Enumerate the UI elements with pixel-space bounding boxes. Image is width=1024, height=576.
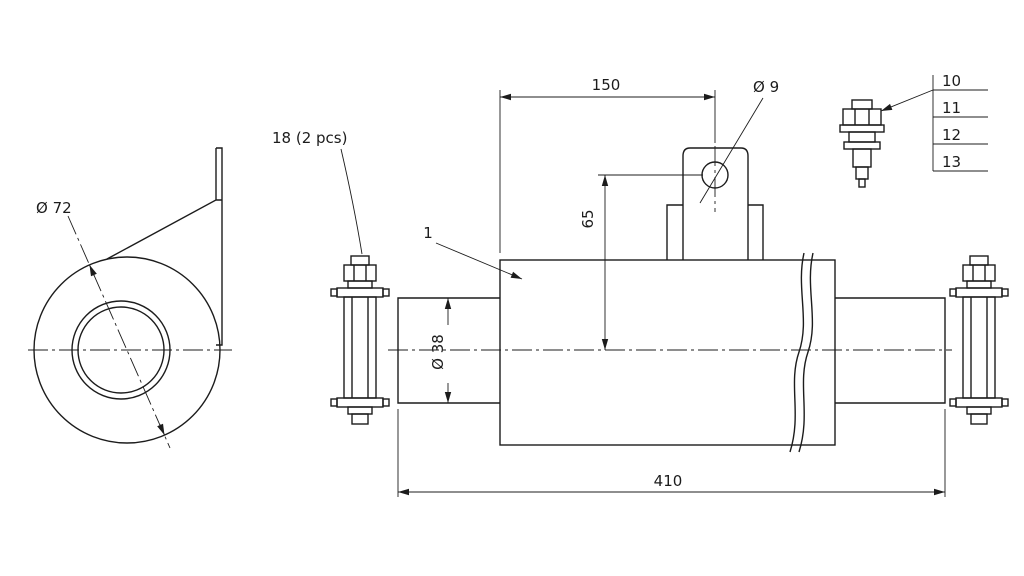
- clevis-base-blocks: [666, 204, 764, 260]
- grease-valve-left: [330, 255, 390, 425]
- rod-left: [397, 297, 500, 404]
- mounting-bracket: [106, 147, 223, 346]
- end-view-cylinder-mount: [33, 147, 223, 444]
- bore-circle-inner: [77, 306, 165, 394]
- endview-diagonal-centerline: [67, 215, 171, 449]
- grease-valve-right: [949, 255, 1009, 425]
- leader-part-1: [435, 242, 523, 280]
- dim-65-label: 65: [579, 209, 597, 228]
- rod-right: [835, 297, 946, 404]
- item-11-label: 11: [942, 99, 961, 117]
- dia-9-label: Ø 9: [753, 78, 779, 96]
- part-1-label: 1: [423, 224, 433, 242]
- dia-72-label: Ø 72: [36, 199, 72, 217]
- leader-dia-9: [699, 97, 764, 204]
- dimensions: [89, 90, 946, 497]
- labels: Ø 72 18 (2 pcs) 1 150 Ø 9 65 Ø 38 410 10…: [36, 72, 961, 490]
- cylinder-body: [499, 259, 836, 446]
- item-12-label: 12: [942, 126, 961, 144]
- fitting-assembly: [839, 99, 885, 188]
- clevis-plate: [682, 147, 749, 260]
- outer-diameter-circle: [33, 256, 221, 444]
- callout-leader: [880, 89, 934, 112]
- item-10-label: 10: [942, 72, 961, 90]
- dim-410-label: 410: [654, 472, 683, 490]
- bore-circle-outer: [71, 300, 171, 400]
- part-18-label: 18 (2 pcs): [272, 129, 347, 147]
- break-line-right: [798, 252, 814, 453]
- main-cylinder-view: [397, 147, 946, 453]
- dim-150-label: 150: [592, 76, 621, 94]
- item-13-label: 13: [942, 153, 961, 171]
- centerlines: [28, 146, 952, 449]
- dia-72-arrow-top: [89, 264, 97, 277]
- callout-table: [880, 75, 988, 172]
- break-line-left: [789, 252, 805, 453]
- dia-72-arrow-bottom: [157, 423, 165, 436]
- dia-38-label: Ø 38: [429, 334, 447, 370]
- leader-part-18: [340, 148, 363, 255]
